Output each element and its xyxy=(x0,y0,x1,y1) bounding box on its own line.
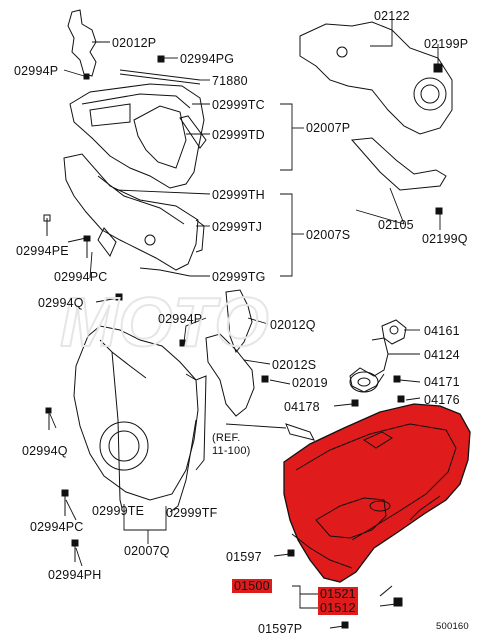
label-02122: 02122 xyxy=(374,9,410,23)
bracket-02012s-drawing xyxy=(205,333,255,417)
label-01500-oil-pan[interactable]: 01500 xyxy=(232,579,272,593)
upper-cover-02007p-drawing xyxy=(69,83,205,189)
label-02007p: 02007P xyxy=(306,121,351,135)
label-71880: 71880 xyxy=(212,74,248,88)
label-02019: 02019 xyxy=(292,376,328,390)
reference-note-line2: 11-100) xyxy=(212,445,251,457)
label-02994p-top: 02994P xyxy=(14,64,59,78)
label-04171: 04171 xyxy=(424,375,460,389)
label-02999th: 02999TH xyxy=(212,188,265,202)
reference-note-line1: (REF. xyxy=(212,432,241,444)
label-02994pc-lower: 02994PC xyxy=(30,520,84,534)
label-02012q: 02012Q xyxy=(270,318,316,332)
label-02994pe: 02994PE xyxy=(16,244,69,258)
gasket-02012p-drawing xyxy=(67,9,97,77)
label-02012s: 02012S xyxy=(272,358,317,372)
oil-pan-01500-drawing xyxy=(283,403,471,583)
label-02994p-mid: 02994P xyxy=(158,312,203,326)
label-01597: 01597 xyxy=(226,550,262,564)
diagram-number: 500160 xyxy=(436,621,469,632)
label-04176: 04176 xyxy=(424,393,460,407)
label-02199q: 02199Q xyxy=(422,232,468,246)
label-02994ph: 02994PH xyxy=(48,568,102,582)
oil-strainer-04124-drawing xyxy=(349,337,389,393)
label-02999tf: 02999TF xyxy=(166,506,218,520)
label-02012p: 02012P xyxy=(112,36,157,50)
label-02007q: 02007Q xyxy=(124,544,170,558)
bracket-02122-drawing xyxy=(299,21,453,135)
label-01597p: 01597P xyxy=(258,622,303,636)
label-04161: 04161 xyxy=(424,324,460,338)
label-04178: 04178 xyxy=(284,400,320,414)
label-02999tc: 02999TC xyxy=(212,98,265,112)
label-01521[interactable]: 01521 xyxy=(318,587,358,601)
label-02199p: 02199P xyxy=(424,37,469,51)
watermark: MOTO xyxy=(60,283,269,361)
bracket-02012q-drawing xyxy=(225,289,253,353)
label-02999te: 02999TE xyxy=(92,504,145,518)
label-02105: 02105 xyxy=(378,218,414,232)
middle-cover-02007s-drawing xyxy=(63,153,199,271)
label-02994pc-upper: 02994PC xyxy=(54,270,108,284)
lower-cover-02007q-drawing xyxy=(73,325,199,501)
label-01512[interactable]: 01512 xyxy=(318,601,358,615)
label-04124: 04124 xyxy=(424,348,460,362)
label-02994q-lower: 02994Q xyxy=(22,444,68,458)
label-02007s: 02007S xyxy=(306,228,351,242)
label-02994q-upper: 02994Q xyxy=(38,296,84,310)
label-02999tg: 02999TG xyxy=(212,270,266,284)
label-02994pg: 02994PG xyxy=(180,52,235,66)
label-02999tj: 02999TJ xyxy=(212,220,263,234)
label-02999td: 02999TD xyxy=(212,128,265,142)
